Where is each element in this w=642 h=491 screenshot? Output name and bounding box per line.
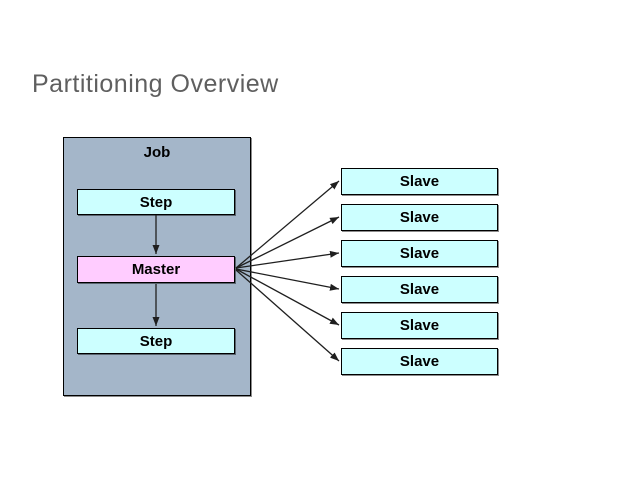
step-bottom-label: Step: [139, 332, 173, 350]
slave-box: Slave: [341, 276, 498, 303]
step-top-label: Step: [139, 193, 173, 211]
master-to-slave-arrow: [235, 250, 340, 269]
slave-label: Slave: [399, 317, 440, 334]
step-bottom-box: Step: [77, 328, 235, 354]
master-to-slave-arrow: [235, 268, 340, 291]
slave-label: Slave: [399, 209, 440, 226]
slave-box: Slave: [341, 240, 498, 267]
master-to-slave-arrow: [235, 268, 340, 326]
master-to-slave-arrow: [235, 180, 340, 269]
slave-box: Slave: [341, 312, 498, 339]
master-to-slave-arrow: [235, 216, 340, 269]
slave-label: Slave: [399, 245, 440, 262]
slave-label: Slave: [399, 173, 440, 190]
master-box: Master: [77, 256, 235, 283]
slave-box: Slave: [341, 168, 498, 195]
slave-box: Slave: [341, 348, 498, 375]
master-label: Master: [131, 261, 181, 278]
slave-box: Slave: [341, 204, 498, 231]
slide-title: Partitioning Overview: [32, 70, 279, 98]
job-label: Job: [143, 144, 171, 161]
slave-label: Slave: [399, 353, 440, 370]
step-top-box: Step: [77, 189, 235, 215]
master-to-slave-arrow: [235, 269, 340, 362]
slave-label: Slave: [399, 281, 440, 298]
